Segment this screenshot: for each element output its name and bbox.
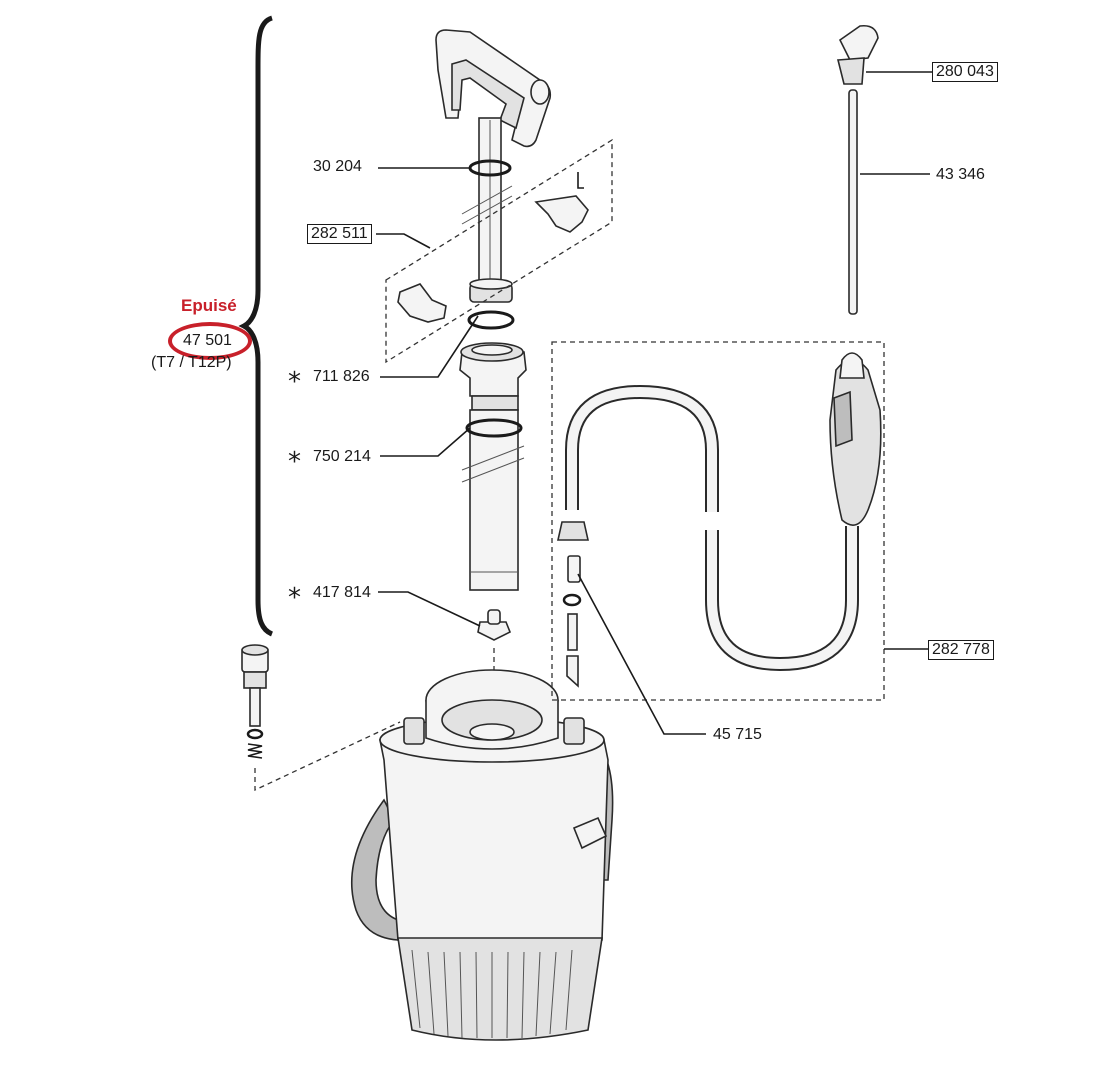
valve-417814 bbox=[477, 609, 512, 641]
clip-left bbox=[397, 283, 447, 323]
kit-outline-282511 bbox=[385, 138, 613, 364]
tank bbox=[350, 669, 614, 1041]
label-30204: 30 204 bbox=[313, 158, 362, 175]
pump-cylinder bbox=[459, 342, 527, 591]
highlight-ring bbox=[168, 322, 252, 360]
asterisk-417814: * bbox=[288, 583, 301, 613]
clip-right bbox=[534, 172, 589, 233]
o-ring-750214 bbox=[465, 418, 523, 438]
label-43346: 43 346 bbox=[936, 166, 985, 183]
trigger-handle bbox=[829, 352, 882, 526]
part-number-47501: 47 501 bbox=[183, 332, 232, 349]
asterisk-711826: * bbox=[288, 367, 301, 397]
label-45715: 45 715 bbox=[713, 726, 762, 743]
lance-43346 bbox=[848, 89, 858, 315]
pump-handle bbox=[435, 29, 552, 148]
label-280043: 280 043 bbox=[932, 62, 998, 82]
assembly-brace bbox=[238, 15, 274, 637]
status-epuise: Epuisé bbox=[181, 296, 237, 315]
relief-valve bbox=[241, 644, 269, 759]
hose-fittings bbox=[557, 521, 589, 688]
label-750214: 750 214 bbox=[313, 448, 371, 465]
piston-head bbox=[469, 278, 513, 303]
nozzle-280043 bbox=[836, 24, 879, 85]
model-label: (T7 / T12P) bbox=[151, 354, 232, 371]
label-711826: 711 826 bbox=[313, 368, 370, 385]
label-417814: 417 814 bbox=[313, 584, 371, 601]
leader-lines bbox=[376, 71, 932, 735]
asterisk-750214: * bbox=[288, 447, 301, 477]
o-ring-piston bbox=[467, 310, 515, 330]
label-282511: 282 511 bbox=[307, 224, 372, 244]
label-282778: 282 778 bbox=[928, 640, 994, 660]
